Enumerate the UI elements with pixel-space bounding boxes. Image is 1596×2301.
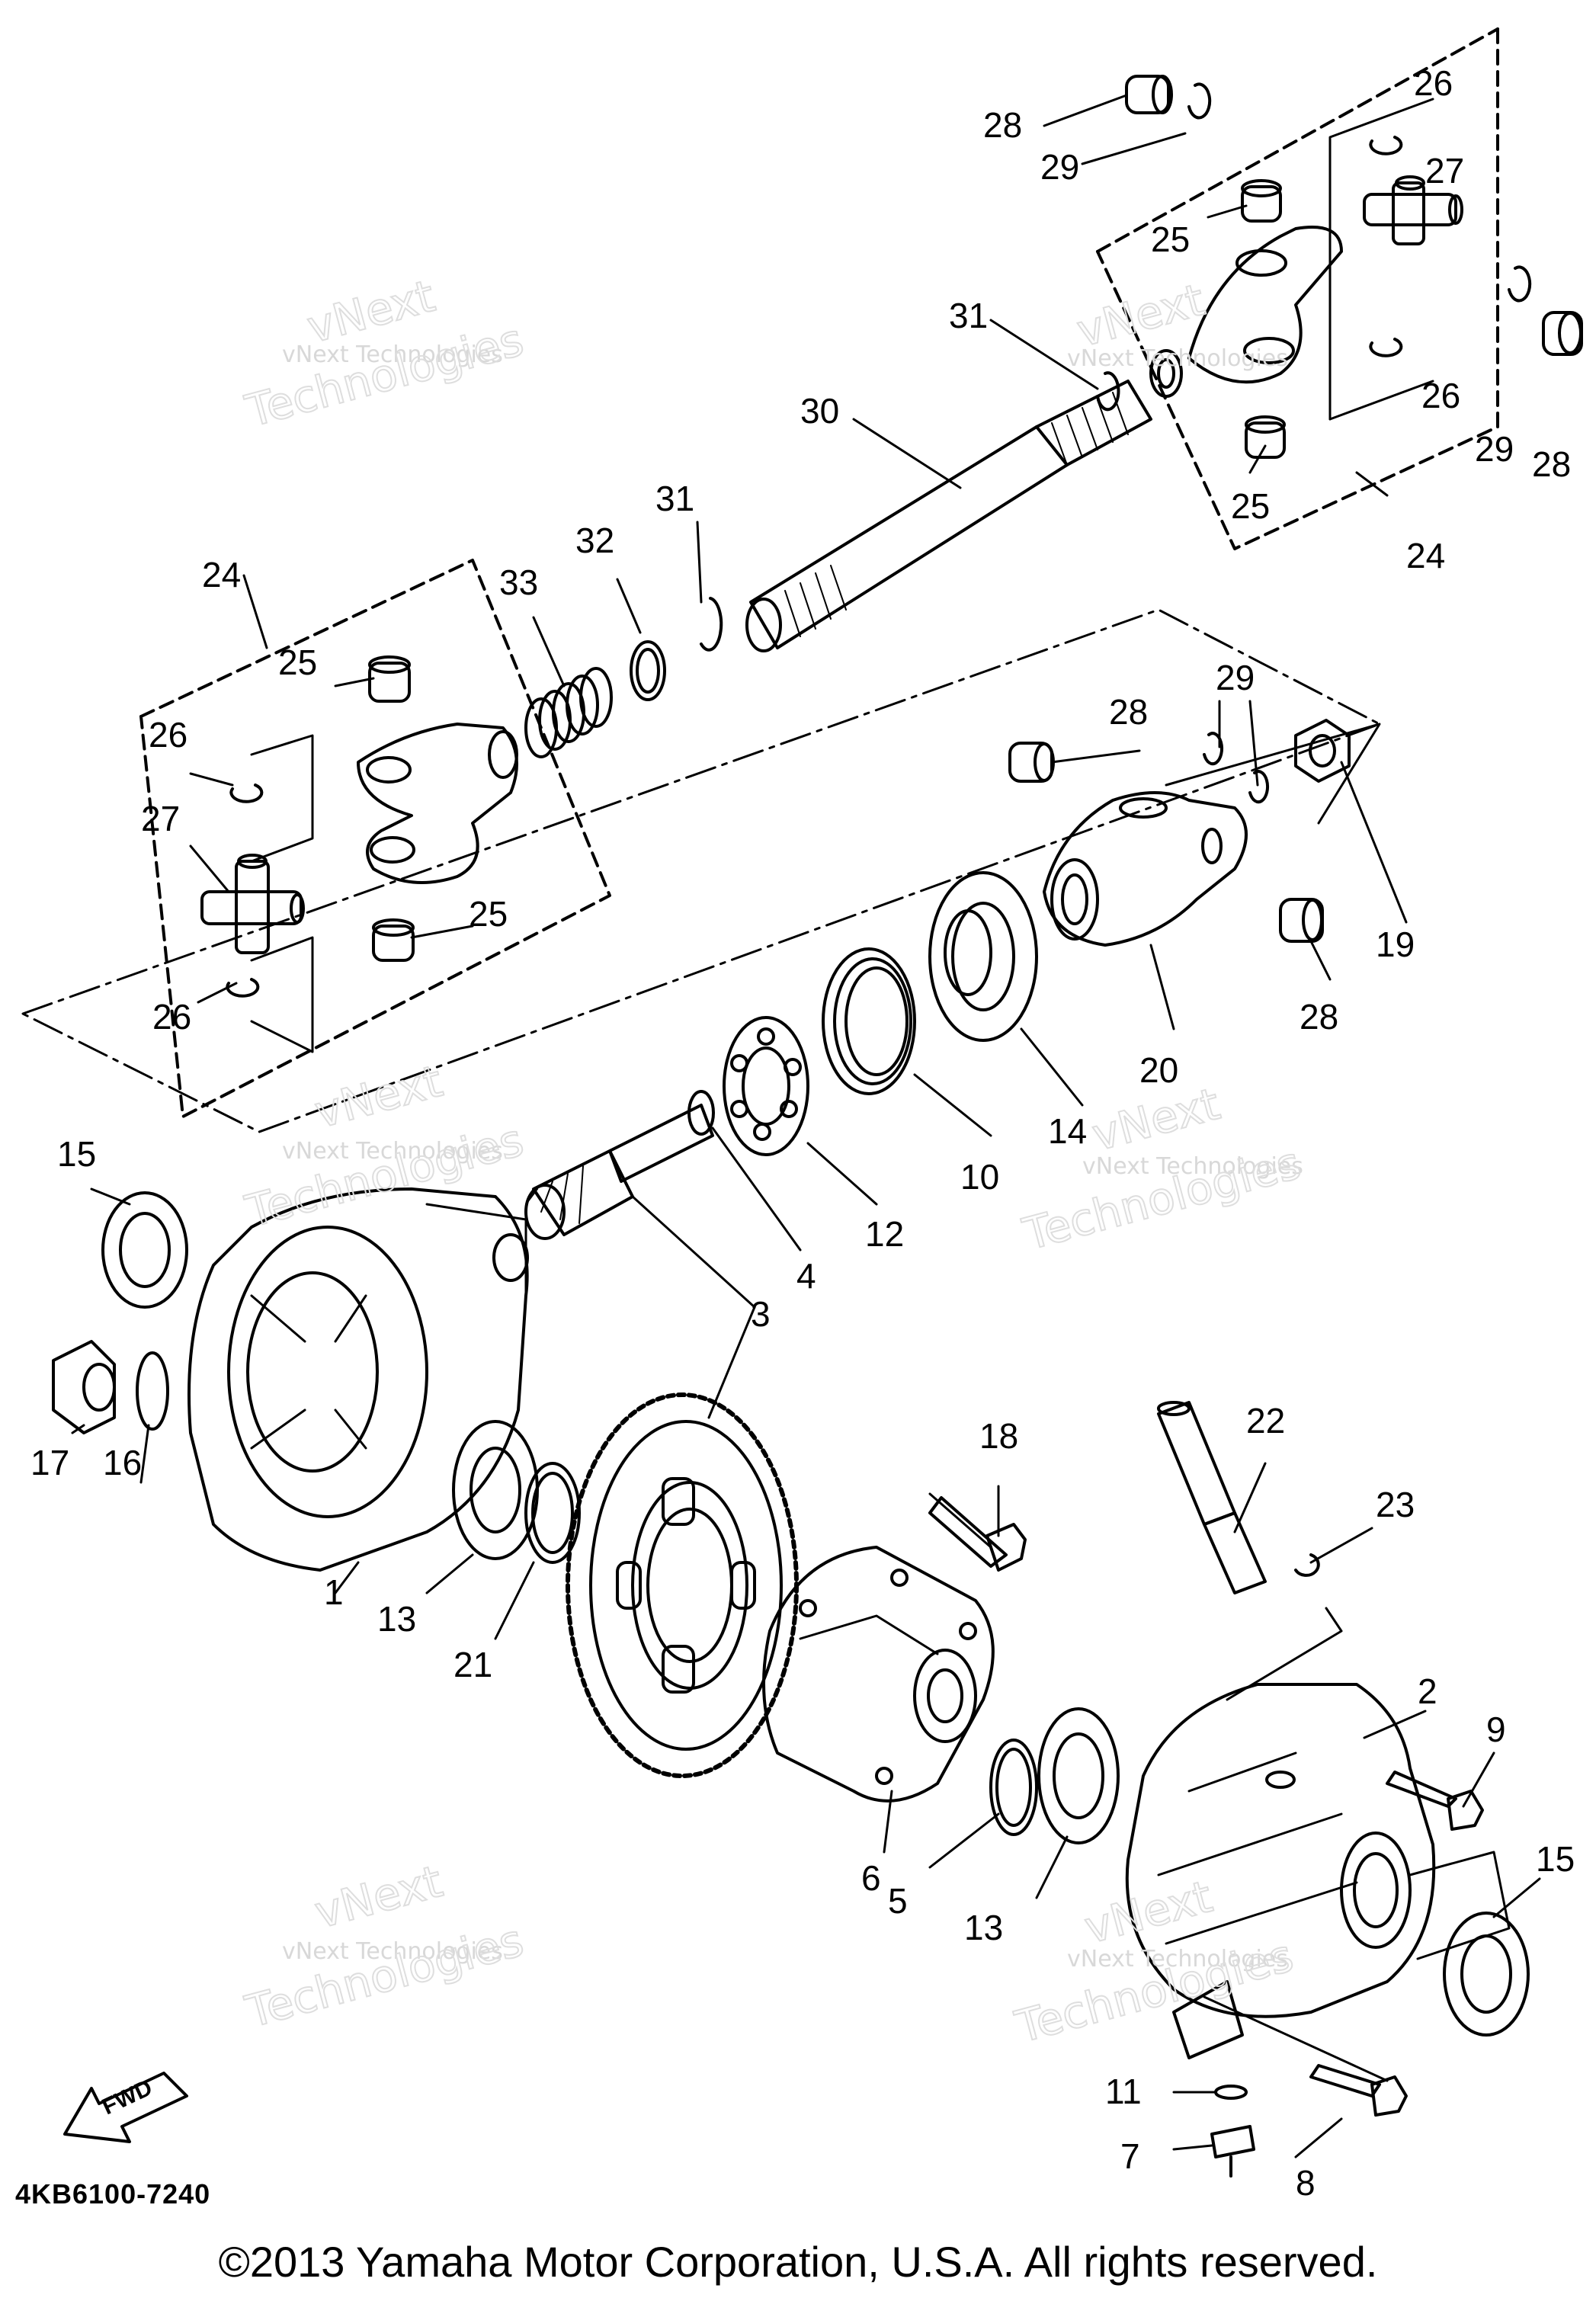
callout-label: 26 bbox=[152, 997, 191, 1037]
callout-label: 24 bbox=[1406, 536, 1445, 575]
callout-label: 25 bbox=[1151, 220, 1190, 259]
assembly-boundary-line bbox=[21, 608, 1381, 1133]
callout-label: 29 bbox=[1216, 658, 1255, 697]
callout-label: 23 bbox=[1376, 1485, 1415, 1524]
callout-label: 25 bbox=[1231, 486, 1270, 526]
pins-and-clip bbox=[1157, 1401, 1343, 1701]
watermark-big: Technologies bbox=[240, 1114, 528, 1237]
callout-labels: 28 29 26 27 25 31 26 29 28 25 24 30 24 3… bbox=[30, 63, 1575, 2203]
callout-label: 14 bbox=[1048, 1111, 1087, 1151]
spring-washer-clip bbox=[524, 597, 723, 758]
callout-label: 9 bbox=[1486, 1710, 1506, 1749]
watermark-small: vNext Technologies bbox=[1067, 1946, 1288, 1973]
callout-label: 4 bbox=[796, 1256, 816, 1296]
callout-label: 12 bbox=[865, 1214, 904, 1254]
coupling-group bbox=[1008, 719, 1381, 947]
callout-label: 26 bbox=[149, 715, 187, 755]
differential-case bbox=[762, 1492, 1027, 1803]
callout-label: 28 bbox=[983, 105, 1022, 145]
watermark-big: vNext bbox=[1087, 1078, 1225, 1162]
callout-label: 11 bbox=[1105, 2072, 1142, 2111]
callout-label: 29 bbox=[1040, 147, 1079, 187]
callout-label: 27 bbox=[1425, 151, 1464, 191]
callout-label: 25 bbox=[469, 894, 508, 934]
callout-label: 25 bbox=[278, 643, 317, 682]
universal-joint-assembly-upper bbox=[1096, 27, 1583, 550]
callout-label: 28 bbox=[1109, 692, 1148, 732]
callout-label: 31 bbox=[655, 479, 694, 518]
callout-label: 29 bbox=[1475, 429, 1514, 469]
callout-label: 33 bbox=[499, 562, 538, 602]
callout-label: 22 bbox=[1246, 1401, 1285, 1441]
callout-label: 16 bbox=[103, 1443, 142, 1482]
callout-label: 10 bbox=[960, 1157, 999, 1197]
callout-label: 28 bbox=[1300, 997, 1338, 1037]
callout-label: 15 bbox=[1536, 1839, 1575, 1879]
watermarks: vNext Technologies vNext Technologies vN… bbox=[239, 269, 1306, 2054]
callout-label: 24 bbox=[202, 555, 241, 594]
watermark-small: vNext Technologies bbox=[282, 341, 503, 368]
callout-label: 28 bbox=[1532, 444, 1571, 484]
callout-label: 5 bbox=[888, 1881, 908, 1921]
diagram-code: 4KB6100-7240 bbox=[15, 2178, 211, 2210]
callout-label: 7 bbox=[1120, 2136, 1140, 2176]
ring-gear bbox=[566, 1392, 799, 1778]
callout-label: 1 bbox=[324, 1572, 344, 1612]
callout-label: 15 bbox=[57, 1134, 96, 1174]
watermark-big: Technologies bbox=[240, 1914, 528, 2037]
callout-label: 18 bbox=[979, 1416, 1018, 1456]
callout-label: 31 bbox=[949, 296, 988, 335]
leader-lines bbox=[71, 94, 1541, 2158]
callout-label: 3 bbox=[751, 1294, 771, 1334]
callout-label: 17 bbox=[30, 1443, 69, 1482]
callout-label: 2 bbox=[1418, 1671, 1437, 1711]
watermark-big: vNext bbox=[1079, 1870, 1217, 1954]
universal-joint-assembly-left bbox=[139, 559, 611, 1118]
fwd-arrow-icon bbox=[63, 2072, 188, 2143]
callout-label: 21 bbox=[453, 1645, 492, 1684]
bearing-left bbox=[452, 1420, 581, 1564]
drive-shaft bbox=[745, 380, 1152, 652]
callout-label: 20 bbox=[1139, 1050, 1178, 1090]
watermark-small: vNext Technologies bbox=[1082, 1153, 1303, 1180]
copyright-footer: ©2013 Yamaha Motor Corporation, U.S.A. A… bbox=[218, 2238, 1378, 2286]
callout-label: 6 bbox=[861, 1858, 881, 1898]
callout-label: 27 bbox=[141, 799, 180, 838]
bearing-right bbox=[989, 1707, 1120, 1844]
watermark-big: vNext bbox=[309, 1855, 447, 1939]
callout-label: 13 bbox=[964, 1908, 1003, 1947]
front-housing bbox=[52, 1187, 529, 1572]
watermark-small: vNext Technologies bbox=[1067, 345, 1288, 372]
callout-label: 13 bbox=[377, 1599, 416, 1639]
callout-label: 32 bbox=[575, 521, 614, 560]
watermark-big: vNext bbox=[309, 1055, 447, 1139]
callout-label: 26 bbox=[1414, 63, 1453, 103]
callout-label: 30 bbox=[800, 391, 839, 431]
watermark-small: vNext Technologies bbox=[282, 1138, 503, 1165]
callout-label: 26 bbox=[1421, 376, 1460, 415]
rear-housing bbox=[1125, 1683, 1530, 2178]
callout-label: 19 bbox=[1376, 925, 1415, 964]
callout-label: 8 bbox=[1296, 2163, 1316, 2203]
pinion-group bbox=[524, 871, 1038, 1240]
watermark-small: vNext Technologies bbox=[282, 1938, 503, 1965]
